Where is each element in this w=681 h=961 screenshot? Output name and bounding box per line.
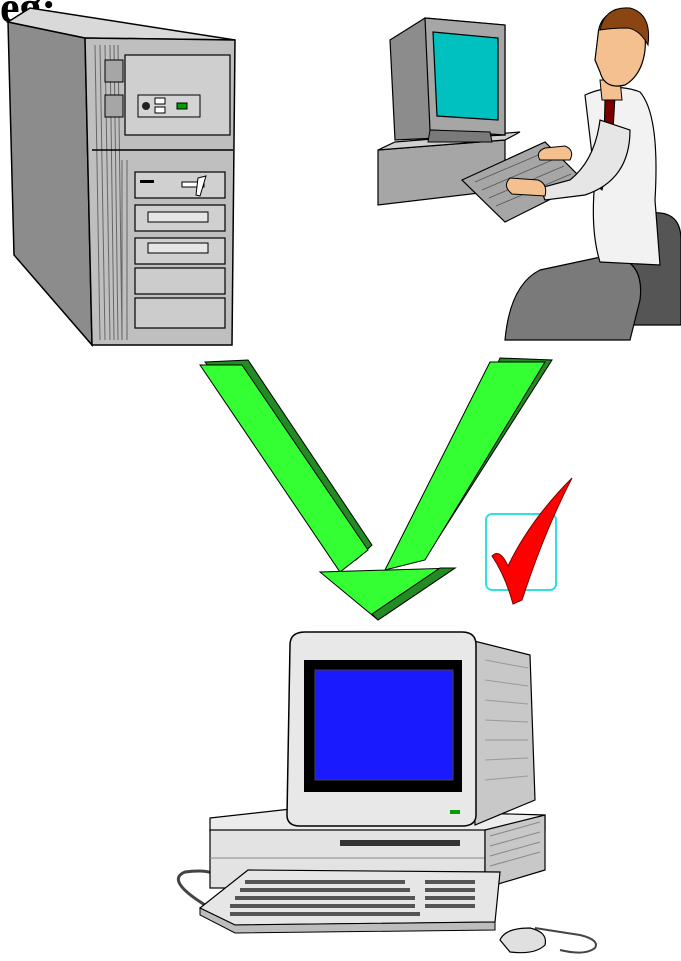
- person-at-computer-icon: [378, 8, 681, 340]
- desktop-computer-icon: [178, 632, 596, 953]
- server-tower-icon: [8, 8, 235, 345]
- checkmark-icon: [486, 478, 572, 604]
